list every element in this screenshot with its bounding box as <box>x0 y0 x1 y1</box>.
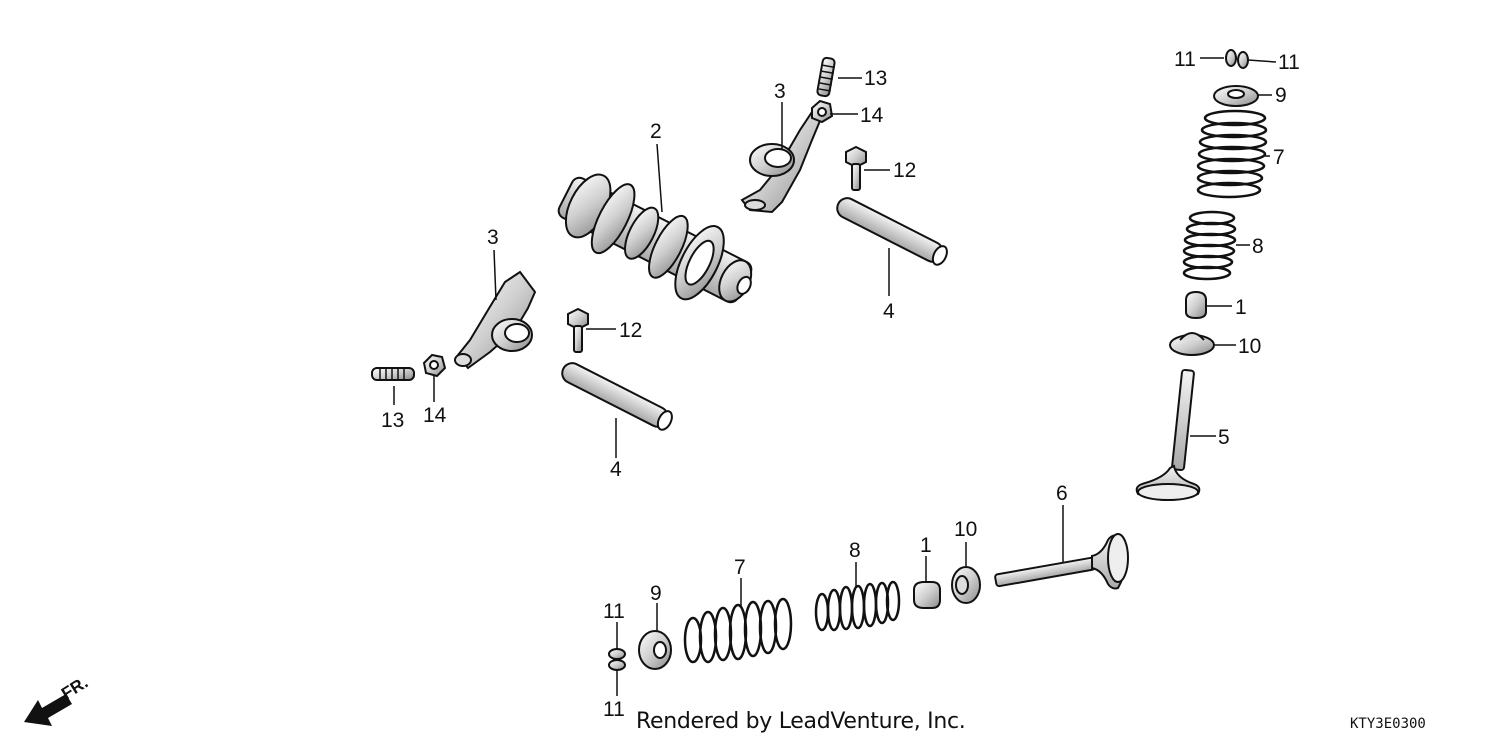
lock-nut-left <box>422 353 447 378</box>
callout-13-screw-left: 13 <box>381 409 404 432</box>
callout-4-shaft-left: 4 <box>610 458 622 481</box>
spring-seat-bottom <box>951 566 981 604</box>
inner-valve-spring-right <box>1182 210 1237 281</box>
callout-12-bolt-upper: 12 <box>893 159 916 182</box>
rocker-shaft-upper <box>836 197 948 266</box>
callout-7-outer-spring-right: 7 <box>1273 146 1285 169</box>
leader-lines <box>393 57 1277 696</box>
valve-right <box>1135 368 1201 501</box>
callout-6-valve-bottom: 6 <box>1056 482 1068 505</box>
callout-14-nut-left: 14 <box>423 404 447 427</box>
callout-8-inner-spring-right: 8 <box>1252 235 1264 258</box>
rocker-shaft-left <box>561 362 673 431</box>
callout-8-inner-spring-bottom: 8 <box>849 539 861 562</box>
callout-10-seat-bottom: 10 <box>954 518 977 541</box>
callout-9-retainer-right: 9 <box>1275 84 1287 107</box>
camshaft <box>557 173 753 304</box>
spring-seat-right <box>1169 332 1215 356</box>
callout-4-shaft-upper: 4 <box>883 300 895 323</box>
callout-11-cotter-right-a: 11 <box>1174 48 1196 71</box>
stem-seal-bottom <box>913 581 941 609</box>
outer-valve-spring-right <box>1196 109 1268 199</box>
callout-5-valve-right: 5 <box>1218 426 1230 449</box>
callout-2-camshaft: 2 <box>650 120 662 143</box>
callout-11-cotter-bottom-b: 11 <box>603 698 625 721</box>
callout-11-cotter-bottom-a: 11 <box>603 600 625 623</box>
callout-14-nut-upper: 14 <box>860 104 884 127</box>
diagram-reference-code: KTY3E0300 <box>1350 716 1426 732</box>
callout-12-bolt-left: 12 <box>619 319 642 342</box>
bolt-upper <box>845 145 867 191</box>
inner-valve-spring-bottom <box>814 580 901 632</box>
spring-retainer-bottom <box>638 630 672 670</box>
callout-3-rocker-arm-upper: 3 <box>774 80 786 103</box>
callout-1-seal-bottom: 1 <box>920 534 932 557</box>
front-direction-arrow-icon: FR. <box>24 673 91 726</box>
render-credit: Rendered by LeadVenture, Inc. <box>636 709 966 734</box>
callout-13-screw-upper: 13 <box>864 67 887 90</box>
rocker-arm-left <box>454 270 537 370</box>
rocker-arm-upper <box>740 110 824 214</box>
callout-3-rocker-arm-left: 3 <box>487 226 499 249</box>
valve-bottom <box>994 533 1129 590</box>
stem-seal-right <box>1185 290 1207 320</box>
valve-cotters-right <box>1225 49 1249 69</box>
callout-10-seat-right: 10 <box>1238 335 1261 358</box>
valve-cotters-bottom <box>608 648 626 671</box>
bolt-left <box>567 307 589 353</box>
callout-numbers: 2 3 3 4 4 13 14 13 14 12 12 11 11 9 7 8 … <box>381 48 1300 721</box>
adjusting-screw-upper <box>816 56 836 98</box>
callout-7-outer-spring-bottom: 7 <box>734 556 746 579</box>
outer-valve-spring-bottom <box>683 597 793 664</box>
lock-nut-upper <box>811 99 834 124</box>
spring-retainer-right <box>1213 85 1259 107</box>
callout-9-retainer-bottom: 9 <box>650 582 662 605</box>
callout-1-seal-right: 1 <box>1235 296 1247 319</box>
adjusting-screw-left <box>371 367 415 381</box>
callout-11-cotter-right-b: 11 <box>1278 51 1300 74</box>
